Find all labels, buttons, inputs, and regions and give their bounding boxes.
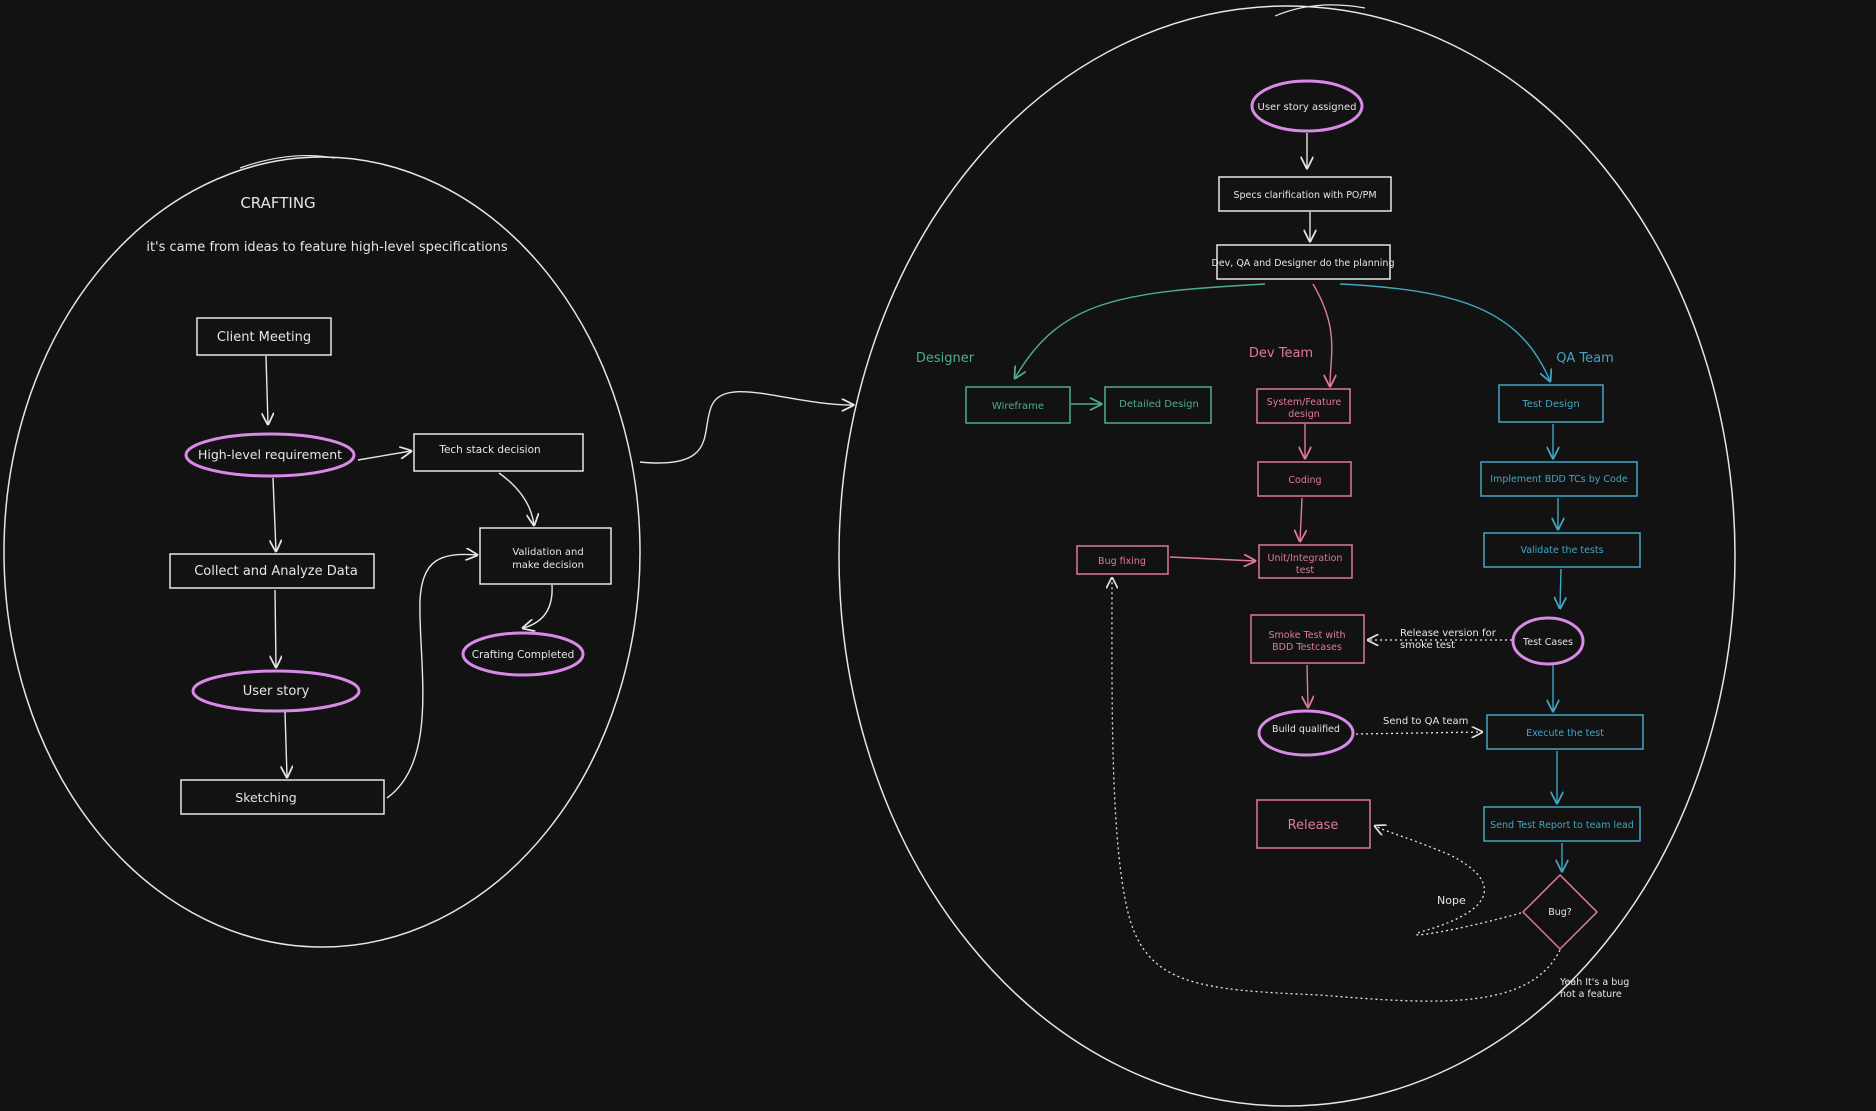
node-wireframe-label: Wireframe — [992, 401, 1044, 412]
edge-requirement-to-techstack — [357, 451, 411, 461]
crafting-boundary — [3, 156, 641, 948]
node-bug-decision-label: Bug? — [1548, 907, 1572, 918]
node-test-design[interactable]: Test Design — [1498, 384, 1604, 423]
node-smoke-test[interactable]: Smoke Test with BDD Testcases — [1250, 614, 1365, 664]
node-bug-decision[interactable]: Bug? — [1521, 873, 1599, 951]
node-send-report-label: Send Test Report to team lead — [1490, 820, 1634, 831]
node-bug-fixing-label: Bug fixing — [1098, 556, 1146, 567]
node-test-design-label: Test Design — [1521, 399, 1579, 410]
edge-planning-to-test-design — [1339, 283, 1550, 381]
edge-bug-to-release-nope — [1375, 826, 1522, 936]
node-execute-test-label: Execute the test — [1526, 728, 1604, 739]
edge-sketching-to-validation — [386, 554, 477, 799]
edge-label-send-to-qa: Send to QA team — [1383, 716, 1468, 727]
node-system-design-label-2: design — [1288, 409, 1320, 420]
node-detailed-design-label: Detailed Design — [1119, 399, 1199, 410]
node-release[interactable]: Release — [1256, 799, 1371, 849]
edge-label-release-version-1: Release version for — [1400, 628, 1497, 639]
edge-label-yeah-bug-1: Yeah It's a bug — [1559, 977, 1629, 988]
node-specs-clarification-label: Specs clarification with PO/PM — [1233, 190, 1376, 201]
edge-collect-to-userstory — [275, 589, 276, 667]
edge-planning-to-wireframe — [1015, 283, 1266, 378]
edge-validate-to-testcases — [1560, 568, 1561, 608]
edge-smoke-to-build — [1307, 664, 1308, 707]
node-client-meeting[interactable]: Client Meeting — [196, 317, 332, 356]
node-system-design-label-1: System/Feature — [1267, 397, 1342, 408]
node-system-design[interactable]: System/Feature design — [1256, 388, 1351, 424]
node-user-story-assigned[interactable]: User story assigned — [1250, 79, 1364, 133]
node-user-story-label: User story — [243, 684, 310, 699]
edge-crafting-to-workflow — [639, 391, 853, 464]
node-validate-tests[interactable]: Validate the tests — [1483, 532, 1641, 568]
node-bug-fixing[interactable]: Bug fixing — [1076, 545, 1169, 575]
node-high-level-requirement[interactable]: High-level requirement — [184, 432, 356, 478]
edge-label-yeah-bug-2: not a feature — [1560, 989, 1622, 1000]
edge-coding-to-unit — [1300, 497, 1302, 541]
node-test-cases[interactable]: Test Cases — [1511, 616, 1585, 666]
node-release-label: Release — [1288, 818, 1339, 833]
node-implement-bdd[interactable]: Implement BDD TCs by Code — [1480, 461, 1638, 497]
node-collect-analyze[interactable]: Collect and Analyze Data — [169, 553, 375, 589]
node-tech-stack-decision[interactable]: Tech stack decision — [413, 433, 584, 472]
workflow-boundary — [838, 5, 1736, 1107]
edge-client-to-requirement — [266, 355, 268, 424]
node-implement-bdd-label: Implement BDD TCs by Code — [1490, 474, 1628, 485]
edge-validation-to-completed — [523, 584, 553, 628]
node-planning-label: Dev, QA and Designer do the planning — [1212, 258, 1395, 269]
node-planning[interactable]: Dev, QA and Designer do the planning — [1212, 244, 1395, 280]
node-unit-test[interactable]: Unit/Integration test — [1258, 544, 1353, 579]
edge-build-to-execute — [1355, 732, 1482, 734]
crafting-group: CRAFTING it's came from ideas to feature… — [3, 154, 853, 948]
edge-bug-to-bugfix-yes — [1112, 578, 1561, 1002]
node-user-story[interactable]: User story — [191, 669, 361, 713]
node-specs-clarification[interactable]: Specs clarification with PO/PM — [1218, 176, 1392, 212]
edge-label-release-version-2: smoke test — [1400, 640, 1455, 651]
node-validation-label-2: make decision — [512, 560, 584, 571]
node-unit-test-label-1: Unit/Integration — [1268, 553, 1343, 564]
crafting-boundary-handle — [239, 154, 336, 169]
crafting-subtitle: it's came from ideas to feature high-lev… — [146, 240, 508, 255]
node-client-meeting-label: Client Meeting — [217, 330, 311, 345]
edge-techstack-to-validation — [498, 472, 534, 525]
node-validation-label-1: Validation and — [512, 547, 583, 558]
edge-bugfix-to-unit — [1169, 557, 1255, 561]
node-wireframe[interactable]: Wireframe — [965, 386, 1071, 424]
edge-label-nope: Nope — [1437, 894, 1466, 907]
lane-label-designer: Designer — [916, 351, 975, 366]
node-test-cases-label: Test Cases — [1522, 637, 1573, 648]
node-tech-stack-decision-label: Tech stack decision — [438, 444, 540, 456]
node-collect-analyze-label: Collect and Analyze Data — [194, 564, 358, 579]
node-send-report[interactable]: Send Test Report to team lead — [1483, 806, 1641, 842]
lane-label-dev-team: Dev Team — [1249, 346, 1313, 361]
node-coding[interactable]: Coding — [1257, 461, 1352, 497]
node-execute-test[interactable]: Execute the test — [1486, 714, 1644, 750]
node-validation[interactable]: Validation and make decision — [479, 527, 612, 585]
node-smoke-test-label-1: Smoke Test with — [1268, 630, 1345, 641]
node-crafting-completed-label: Crafting Completed — [472, 649, 575, 661]
node-detailed-design[interactable]: Detailed Design — [1104, 386, 1212, 424]
node-smoke-test-label-2: BDD Testcases — [1272, 642, 1342, 653]
node-unit-test-label-2: test — [1296, 565, 1315, 576]
node-crafting-completed[interactable]: Crafting Completed — [461, 631, 585, 677]
node-sketching[interactable]: Sketching — [180, 779, 385, 815]
crafting-title: CRAFTING — [240, 194, 315, 212]
edge-requirement-to-collect — [273, 477, 276, 551]
edge-planning-to-system-design — [1312, 283, 1332, 386]
node-sketching-label: Sketching — [235, 790, 296, 805]
node-build-qualified[interactable]: Build qualified — [1257, 709, 1355, 757]
node-validate-tests-label: Validate the tests — [1520, 545, 1603, 556]
node-user-story-assigned-label: User story assigned — [1258, 102, 1357, 113]
workflow-boundary-handle — [1274, 4, 1366, 17]
node-coding-label: Coding — [1288, 475, 1321, 486]
workflow-group: User story assigned Specs clarification … — [838, 4, 1736, 1107]
node-build-qualified-label: Build qualified — [1272, 724, 1340, 735]
node-high-level-requirement-label: High-level requirement — [198, 447, 342, 462]
edge-userstory-to-sketching — [285, 711, 287, 777]
lane-label-qa-team: QA Team — [1556, 351, 1614, 366]
